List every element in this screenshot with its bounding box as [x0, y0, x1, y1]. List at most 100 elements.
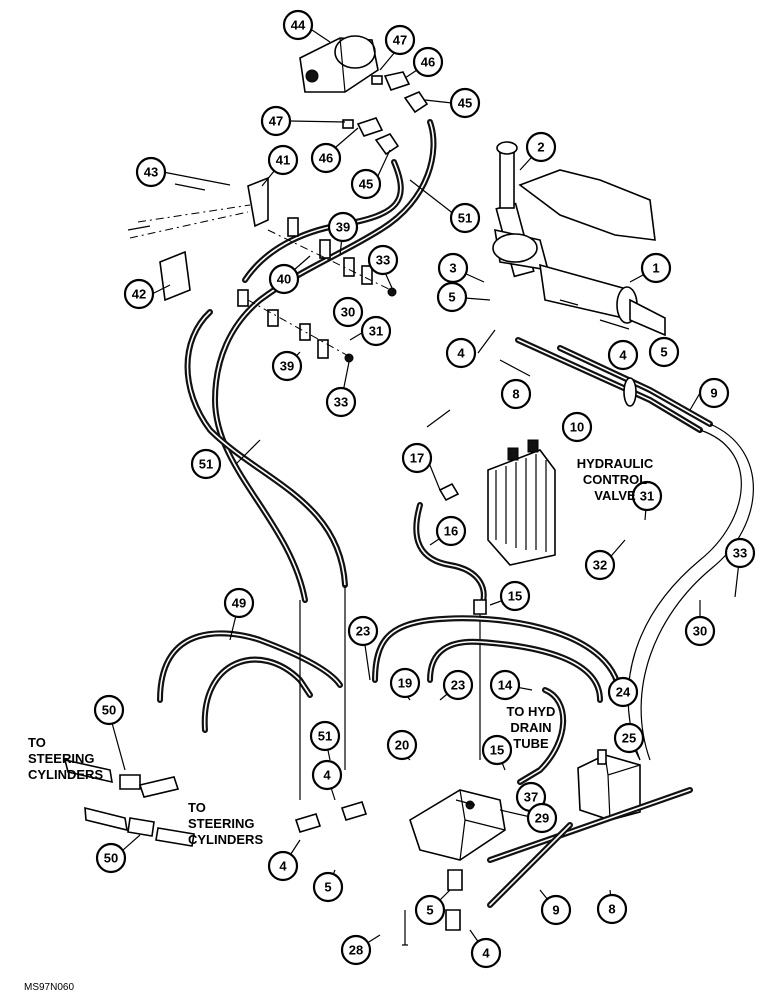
svg-text:33: 33 [334, 395, 348, 410]
svg-text:5: 5 [448, 290, 455, 305]
callout-4-c: 4 [311, 759, 343, 791]
svg-text:32: 32 [593, 558, 607, 573]
label-steering-mid: TO STEERING CYLINDERS [188, 800, 263, 847]
callout-47-b: 47 [260, 105, 292, 137]
callout-8-a: 8 [500, 378, 532, 410]
svg-text:4: 4 [323, 768, 331, 783]
callout-4-b: 4 [607, 339, 639, 371]
svg-text:TO HYD: TO HYD [507, 704, 556, 719]
callout-8-b: 8 [596, 893, 628, 925]
svg-text:VALVE: VALVE [594, 488, 636, 503]
svg-text:STEERING: STEERING [188, 816, 254, 831]
callout-50-a: 50 [93, 694, 125, 726]
svg-text:28: 28 [349, 943, 363, 958]
callout-23-a: 23 [347, 615, 379, 647]
callout-4-a: 4 [445, 337, 477, 369]
callout-31-b: 31 [631, 480, 663, 512]
svg-text:46: 46 [421, 55, 435, 70]
hoses-lower [157, 615, 623, 785]
callout-33-c: 33 [724, 537, 756, 569]
svg-text:29: 29 [535, 811, 549, 826]
svg-text:33: 33 [733, 546, 747, 561]
svg-text:5: 5 [660, 345, 667, 360]
callout-28: 28 [340, 934, 372, 966]
svg-text:44: 44 [291, 18, 306, 33]
callout-45-a: 45 [449, 87, 481, 119]
svg-text:51: 51 [199, 457, 213, 472]
drain-block [577, 749, 641, 821]
callout-45-b: 45 [350, 168, 382, 200]
callout-51-c: 51 [309, 720, 341, 752]
callout-40: 40 [268, 263, 300, 295]
callout-5-c: 5 [312, 871, 344, 903]
svg-text:51: 51 [318, 729, 332, 744]
hoses-8-9 [515, 337, 754, 761]
callout-39-b: 39 [271, 350, 303, 382]
svg-text:1: 1 [652, 261, 659, 276]
svg-text:5: 5 [324, 880, 331, 895]
callout-15-b: 15 [481, 734, 513, 766]
callout-9-a: 9 [698, 377, 730, 409]
callout-15-a: 15 [499, 580, 531, 612]
svg-text:45: 45 [359, 177, 373, 192]
svg-text:46: 46 [319, 151, 333, 166]
callout-49: 49 [223, 587, 255, 619]
callouts: 44 47 46 45 47 46 45 2 1 43 41 51 39 40 … [93, 9, 756, 969]
callout-42: 42 [123, 278, 155, 310]
svg-text:50: 50 [104, 851, 118, 866]
svg-text:CYLINDERS: CYLINDERS [28, 767, 103, 782]
svg-text:15: 15 [490, 743, 504, 758]
svg-text:3: 3 [449, 261, 456, 276]
steering-cylinder [492, 141, 666, 337]
svg-text:9: 9 [552, 903, 559, 918]
callout-31-a: 31 [360, 315, 392, 347]
svg-text:31: 31 [640, 489, 654, 504]
callout-30-b: 30 [684, 615, 716, 647]
svg-text:43: 43 [144, 165, 158, 180]
svg-text:47: 47 [269, 114, 283, 129]
callout-43: 43 [135, 156, 167, 188]
callout-5-d: 5 [414, 894, 446, 926]
hose-51-upper [184, 119, 437, 603]
svg-text:39: 39 [280, 359, 294, 374]
svg-text:23: 23 [451, 678, 465, 693]
svg-text:STEERING: STEERING [28, 751, 94, 766]
svg-text:49: 49 [232, 596, 246, 611]
callout-16: 16 [435, 515, 467, 547]
svg-text:23: 23 [356, 624, 370, 639]
svg-text:20: 20 [395, 738, 409, 753]
callout-39-a: 39 [327, 211, 359, 243]
svg-text:33: 33 [376, 253, 390, 268]
svg-text:DRAIN: DRAIN [510, 720, 551, 735]
svg-text:4: 4 [482, 946, 490, 961]
svg-text:8: 8 [512, 387, 519, 402]
svg-text:42: 42 [132, 287, 146, 302]
callout-24: 24 [607, 676, 639, 708]
callout-29: 29 [526, 802, 558, 834]
callout-14: 14 [489, 669, 521, 701]
svg-text:10: 10 [570, 420, 584, 435]
callout-2: 2 [525, 131, 557, 163]
figure-code: MS97N060 [24, 982, 74, 993]
svg-text:CYLINDERS: CYLINDERS [188, 832, 263, 847]
callout-5-b: 5 [648, 336, 680, 368]
svg-text:2: 2 [537, 140, 544, 155]
svg-text:TO: TO [28, 735, 46, 750]
callout-1: 1 [640, 252, 672, 284]
hose-51-vertical [299, 585, 346, 800]
callout-41: 41 [267, 144, 299, 176]
svg-text:8: 8 [608, 902, 615, 917]
callout-3: 3 [437, 252, 469, 284]
label-steering-left: TO STEERING CYLINDERS [28, 735, 103, 782]
svg-text:9: 9 [710, 386, 717, 401]
svg-text:4: 4 [457, 346, 465, 361]
callout-51-b: 51 [190, 448, 222, 480]
callout-30-a: 30 [332, 296, 364, 328]
callout-44: 44 [282, 9, 314, 41]
callout-4-e: 4 [470, 937, 502, 969]
hoses-8-9-lower [487, 787, 693, 908]
svg-text:41: 41 [276, 153, 290, 168]
svg-text:25: 25 [622, 731, 636, 746]
svg-text:40: 40 [277, 272, 291, 287]
callout-10: 10 [561, 411, 593, 443]
